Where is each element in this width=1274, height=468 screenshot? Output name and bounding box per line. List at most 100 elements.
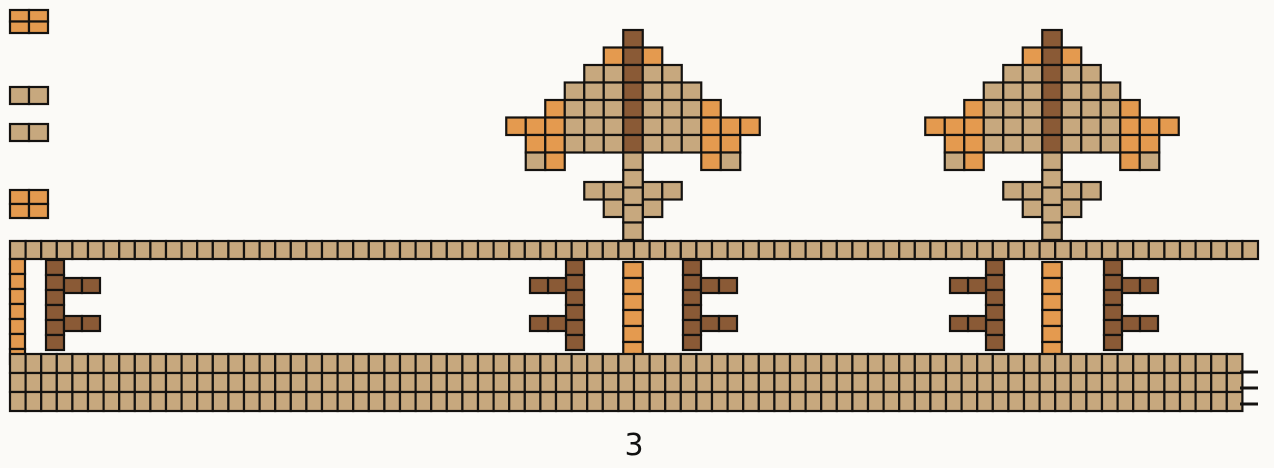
tree-cell [682,118,702,136]
branch-cell [1023,182,1043,200]
legend-swatch-cell [29,10,48,22]
band-cell [1227,392,1243,411]
band-cell [696,392,712,411]
tree-cell [623,153,643,171]
band-cell [1180,392,1196,411]
band-cell [1086,354,1102,373]
comb-cell [683,305,701,320]
tree-cell [1023,135,1043,153]
tree-cell [506,118,526,136]
legend-swatch-cell [10,87,29,104]
comb-cell [1122,316,1140,331]
tree-cell [623,48,643,66]
band-cell [72,392,88,411]
band-cell [852,373,868,392]
trunk-cell [1042,205,1062,223]
tree-cell [1081,118,1101,136]
band-cell [338,354,354,373]
trunk-cell [1042,170,1062,188]
branch-cell [662,182,682,200]
band-cell [197,392,213,411]
band-cell [759,241,775,259]
band-cell [1071,354,1087,373]
trunk-cell [623,205,643,223]
band-cell [306,373,322,392]
legend-swatch-cell [10,204,29,218]
band-cell [182,373,198,392]
tree-cell [682,100,702,118]
band-cell [915,241,931,259]
comb-cell [566,305,584,320]
tree-cell [662,83,682,101]
comb-cell [566,275,584,290]
band-cell [400,241,416,259]
tree-cell [545,135,565,153]
comb-cell [82,316,100,331]
band-cell [182,392,198,411]
tree-cell [1042,135,1062,153]
band-cell [10,354,26,373]
tree-cell [1062,83,1082,101]
tree-cell [526,118,546,136]
band-cell [1055,241,1071,259]
band-cell [1071,373,1087,392]
band-cell [369,241,385,259]
tree-cell [964,153,984,171]
tree-cell [984,135,1004,153]
band-cell [540,354,556,373]
band-cell [478,241,494,259]
band-cell [1149,241,1165,259]
comb-cell [1104,275,1122,290]
band-cell [244,392,260,411]
band-cell [915,392,931,411]
band-cell [884,354,900,373]
tree-cell [1140,153,1160,171]
band-cell [447,373,463,392]
tree-cell [721,135,741,153]
trunk-cell [1042,294,1062,310]
comb-cell [64,278,82,293]
band-cell [696,354,712,373]
band-cell [1149,392,1165,411]
band-cell [743,354,759,373]
band-cell [603,241,619,259]
tree-cell [1062,48,1082,66]
band-cell [384,241,400,259]
band-cell [462,373,478,392]
branch-cell [604,200,624,218]
tree-cell [662,118,682,136]
band-cell [634,241,650,259]
band-cell [10,304,25,319]
band-cell [135,354,151,373]
tree-cell [584,65,604,83]
band-cell [1102,241,1118,259]
tree-cell [1101,83,1121,101]
band-cell [1118,241,1134,259]
band-cell [384,373,400,392]
band-cell [1196,241,1212,259]
band-cell [338,241,354,259]
trunk-cell [623,326,643,342]
band-cell [447,392,463,411]
band-cell [1164,354,1180,373]
tree-cell [1023,100,1043,118]
band-cell [275,354,291,373]
band-cell [478,373,494,392]
band-cell [837,392,853,411]
tree-cell [643,48,663,66]
band-cell [837,373,853,392]
band-cell [540,241,556,259]
tree-cell [604,65,624,83]
band-cell [759,392,775,411]
band-cell [416,392,432,411]
band-cell [478,392,494,411]
band-cell [712,354,728,373]
band-cell [431,392,447,411]
band-cell [1008,373,1024,392]
tree-cell [604,100,624,118]
tree-cell [701,153,721,171]
band-cell [462,241,478,259]
band-cell [665,373,681,392]
band-cell [369,373,385,392]
branch-cell [643,182,663,200]
